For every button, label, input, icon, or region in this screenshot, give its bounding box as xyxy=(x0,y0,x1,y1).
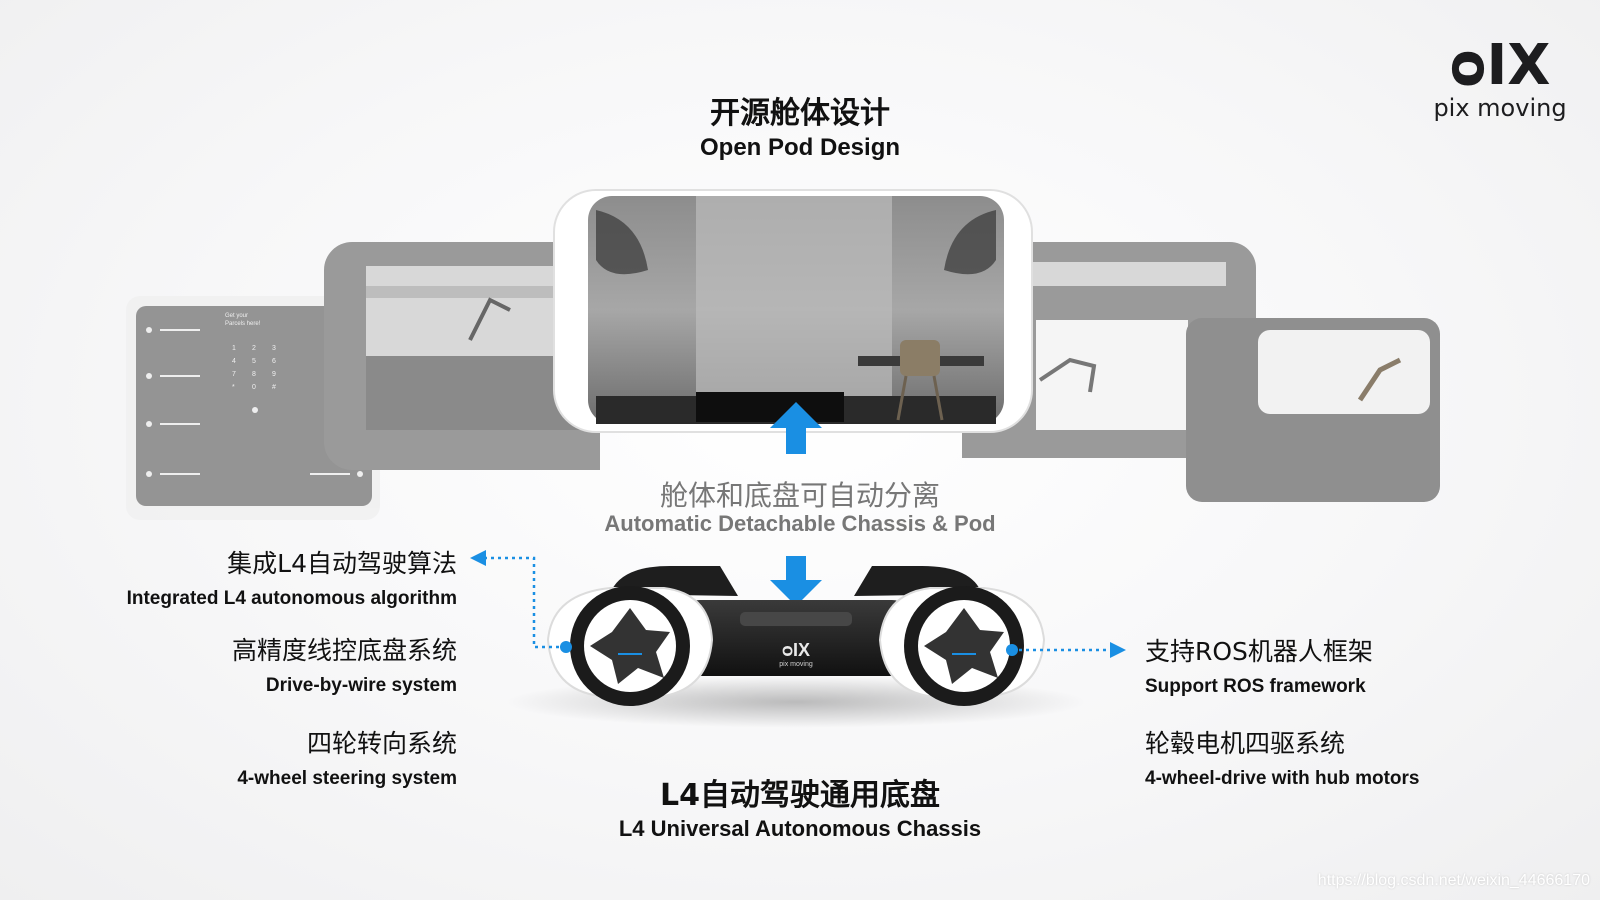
pod-panel-line1: Get your xyxy=(225,313,248,319)
feature-left-2-cn: 高精度线控底盘系统 xyxy=(231,636,457,665)
chassis-title-en: L4 Universal Autonomous Chassis xyxy=(618,816,982,841)
separation-title-en: Automatic Detachable Chassis & Pod xyxy=(604,511,996,536)
keypad-key: 5 xyxy=(252,358,256,365)
arrow-right-icon xyxy=(1110,642,1126,658)
pod-title-en: Open Pod Design xyxy=(699,134,901,161)
connector-dot-left xyxy=(560,641,572,653)
feature-right-1-en: Support ROS framework xyxy=(1145,676,1366,697)
logo: ᴑIX pix moving xyxy=(1420,33,1580,122)
feature-left-3-en: 4-wheel steering system xyxy=(237,768,457,789)
feature-right-1: 支持ROS机器人框架 Support ROS framework xyxy=(1145,632,1373,698)
feature-left-1-cn: 集成L4自动驾驶算法 xyxy=(227,549,457,578)
feature-left-2-en: Drive-by-wire system xyxy=(265,675,457,696)
separation-arrows xyxy=(770,402,822,606)
arrow-left-icon xyxy=(470,550,486,566)
pod-variant-left-panel: Get your Parcels here! 1 2 3 4 5 6 7 8 9 * 0 # xyxy=(126,296,380,520)
pod-main xyxy=(553,189,1033,433)
chassis-badge-mark: ᴑIX xyxy=(782,640,810,660)
arrow-up-icon xyxy=(770,402,822,454)
pod-variant-right-frame xyxy=(962,242,1256,458)
feature-right-2-en: 4-wheel-drive with hub motors xyxy=(1145,768,1420,789)
pod-panel-line2: Parcels here! xyxy=(225,321,261,327)
feature-right-2: 轮毂电机四驱系统 4-wheel-drive with hub motors xyxy=(1145,724,1419,790)
pod-title-cn: 开源舱体设计 xyxy=(710,96,890,131)
feature-left-1: 集成L4自动驾驶算法 Integrated L4 autonomous algo… xyxy=(127,544,457,610)
keypad-key: 8 xyxy=(252,371,256,378)
keypad-key: 0 xyxy=(252,384,256,391)
chassis-badge-sub: pix moving xyxy=(779,661,813,668)
logo-wordmark: pix moving xyxy=(1433,94,1567,122)
connector-left xyxy=(486,556,566,649)
feature-left-2: 高精度线控底盘系统 Drive-by-wire system xyxy=(232,631,457,697)
feature-right-2-cn: 轮毂电机四驱系统 xyxy=(1145,729,1346,758)
keypad: 1 2 3 4 5 6 7 8 9 * 0 # xyxy=(232,345,276,391)
keypad-key: 2 xyxy=(252,345,256,352)
watermark: https://blog.csdn.net/weixin_44666170 xyxy=(1317,872,1590,889)
keypad-key: * xyxy=(232,384,235,391)
callout-connectors xyxy=(486,556,1116,652)
feature-left-1-en: Integrated L4 autonomous algorithm xyxy=(126,588,457,609)
keypad-key: 1 xyxy=(232,345,236,352)
feature-left-3: 四轮转向系统 4-wheel steering system xyxy=(237,724,457,790)
keypad-key: 9 xyxy=(272,371,276,378)
connector-dot-right xyxy=(1006,644,1018,656)
arrow-down-icon xyxy=(770,556,822,606)
separation-title-cn: 舱体和底盘可自动分离 xyxy=(659,479,941,512)
feature-right-1-cn: 支持ROS机器人框架 xyxy=(1145,637,1373,666)
keypad-key: 7 xyxy=(232,371,236,378)
keypad-key: 3 xyxy=(272,345,276,352)
pod-variant-right-box xyxy=(1186,318,1440,502)
keypad-key: # xyxy=(272,384,276,391)
chassis-title-cn: L4自动驾驶通用底盘 xyxy=(660,778,940,813)
chassis: ᴑIX pix moving xyxy=(506,566,1086,728)
feature-left-3-cn: 四轮转向系统 xyxy=(306,729,457,758)
pod-variant-left-frame xyxy=(324,242,626,470)
logo-mark: ᴑIX xyxy=(1449,33,1551,98)
keypad-key: 6 xyxy=(272,358,276,365)
keypad-key: 4 xyxy=(232,358,236,365)
